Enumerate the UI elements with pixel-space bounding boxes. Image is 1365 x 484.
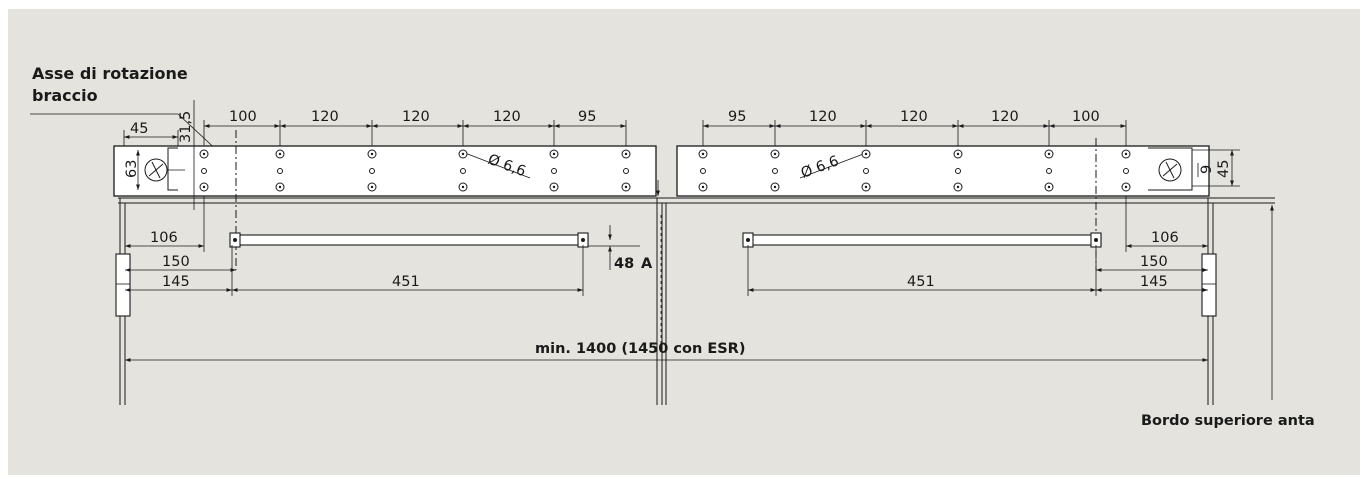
right-slide-rail <box>742 232 1102 248</box>
dim-left-0: 100 <box>229 109 257 125</box>
top-edge-reference: Bordo superiore anta <box>1141 205 1315 429</box>
dim-9: 9 <box>1199 165 1215 174</box>
dim-150-left: 150 <box>162 254 190 270</box>
dim-right-3: 120 <box>991 109 1019 125</box>
right-plate-holes <box>698 149 1131 192</box>
top-edge-label: Bordo superiore anta <box>1141 413 1315 429</box>
right-top-dimensions: 95 120 120 120 100 <box>702 109 1127 146</box>
dim-left-1: 120 <box>311 109 339 125</box>
left-top-dimensions: 100 120 120 120 95 <box>203 109 627 146</box>
axis-title-line1: Asse di rotazione <box>32 64 188 83</box>
dim-left-2: 120 <box>402 109 430 125</box>
dim-right-2: 120 <box>900 109 928 125</box>
right-hinge <box>1201 253 1217 317</box>
dim-right-0: 95 <box>728 109 746 125</box>
dim-106-left: 106 <box>150 230 178 246</box>
dim-63: 63 <box>124 160 140 178</box>
dim-150-right: 150 <box>1140 254 1168 270</box>
dim-106-right: 106 <box>1151 230 1179 246</box>
left-bottom-dimensions: 106 150 145 451 <box>125 196 584 296</box>
dim-45-right: 45 <box>1216 160 1232 178</box>
dim-left-4: 95 <box>578 109 596 125</box>
dim-451-left: 451 <box>392 274 420 290</box>
dim-45-left: 45 <box>130 121 148 137</box>
left-plate-holes <box>199 149 631 192</box>
height-dimension: 48 A <box>588 195 653 272</box>
right-mounting-plate <box>676 145 1210 197</box>
height-ref: A <box>641 256 653 272</box>
left-slide-rail <box>229 232 589 248</box>
dim-145-right: 145 <box>1140 274 1168 290</box>
door-top-edge <box>118 197 1275 204</box>
dim-right-4: 100 <box>1072 109 1100 125</box>
overall-dimension: min. 1400 (1450 con ESR) <box>125 341 1208 362</box>
right-bottom-dimensions: 106 150 451 145 <box>747 196 1208 296</box>
dim-31-5: 31,5 <box>178 111 194 143</box>
left-mounting-plate <box>113 145 657 197</box>
left-end-slot <box>144 147 185 191</box>
axis-title-line2: braccio <box>32 86 98 105</box>
dim-451-right: 451 <box>907 274 935 290</box>
right-end-slot <box>1148 147 1193 191</box>
overall-label: min. 1400 (1450 con ESR) <box>535 341 745 357</box>
left-side-dimensions: 45 31,5 63 <box>123 100 195 210</box>
dim-145-left: 145 <box>162 274 190 290</box>
dim-right-1: 120 <box>809 109 837 125</box>
dim-left-3: 120 <box>493 109 521 125</box>
height-value: 48 <box>614 256 634 272</box>
right-side-dimensions: 45 9 <box>1192 149 1240 187</box>
left-hinge <box>115 253 131 317</box>
